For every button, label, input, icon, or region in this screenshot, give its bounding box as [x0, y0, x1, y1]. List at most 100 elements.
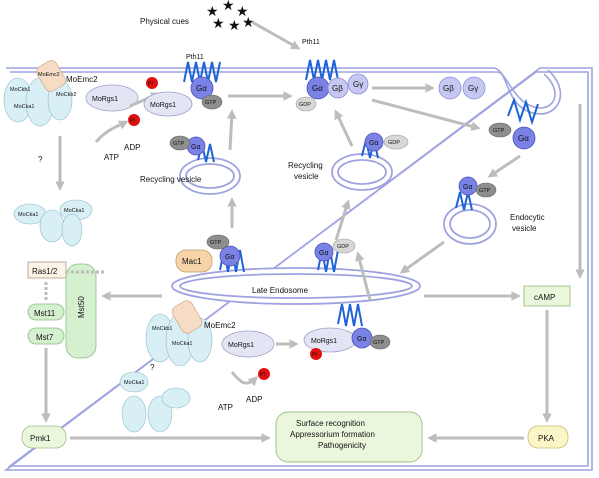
physical-cues-label: Physical cues	[140, 17, 189, 26]
galpha-endosome-left	[219, 245, 241, 267]
mocka1-free-label-b: MoCka1	[64, 208, 84, 214]
arrow-endocytic-to-endosome	[399, 240, 445, 274]
pi-label: Pi	[130, 118, 135, 124]
gdp-label-2: GDP	[299, 102, 311, 108]
galpha-recycling-right	[364, 132, 384, 152]
recycling-right-label-2: vesicle	[294, 172, 319, 181]
mac1-label: Mac1	[182, 257, 202, 266]
gdp-recycling-right-label: GDP	[388, 140, 400, 146]
atp-top: ATP	[104, 153, 119, 162]
moemc2-label-top-rot: MoEmc2	[38, 72, 60, 78]
galpha-receptor-1	[190, 76, 214, 100]
mst11-box	[27, 303, 65, 321]
endosome-receptor-bottom-helix	[337, 303, 363, 327]
pth11-label-1: Pth11	[186, 54, 204, 61]
gtp-endosome-left	[206, 234, 230, 250]
gtp-invaginated	[488, 122, 512, 138]
atp-bottom: ATP	[218, 403, 233, 412]
mac1	[175, 249, 213, 273]
galpha-endocytic	[458, 176, 478, 196]
galpha-label-2: Gα	[312, 84, 323, 93]
pi-bottom-left	[258, 368, 270, 380]
arrow-endosome-to-recycling-right	[334, 199, 351, 241]
gbeta-free-label: Gβ	[443, 84, 454, 93]
outcome-surface-recognition: Surface recognition	[296, 419, 365, 428]
recycling-right-label-1: Recycling	[288, 161, 323, 170]
moemc2-bottom-label: MoEmc2	[204, 321, 236, 330]
late-endosome-label: Late Endosome	[252, 286, 309, 295]
svg-text:★: ★	[222, 0, 235, 13]
galpha-bottom-label: Gα	[357, 336, 367, 343]
gtp-endosome-left-label: GTP	[210, 240, 222, 246]
galpha-endosome-mid-label: Gα	[319, 250, 329, 257]
atp-adp-arc-top	[94, 120, 129, 143]
gtp-receptor-1	[201, 94, 223, 110]
moemc2-bottom	[171, 300, 203, 334]
pth11-label-2: Pth11	[302, 39, 320, 46]
question-top: ?	[38, 155, 43, 164]
mockb2-label-top: MoCkb2	[56, 92, 76, 98]
pi-receptor-label: Pi	[148, 81, 153, 87]
outcome-pathogenicity: Pathogenicity	[318, 441, 366, 450]
gtp-endocytic-label: GTP	[479, 188, 491, 194]
gtp-invaginated-label: GTP	[493, 128, 505, 134]
moemc2-top	[36, 60, 66, 92]
outcome-box	[275, 411, 423, 463]
gtp-label-1: GTP	[205, 100, 217, 106]
galpha-invaginated	[512, 126, 536, 150]
camp-label: cAMP	[534, 293, 555, 302]
morgs1-bottom-left	[221, 330, 275, 358]
pmk1-label: Pmk1	[30, 434, 51, 443]
pka-box	[527, 425, 569, 449]
galpha-label-1: Gα	[196, 84, 207, 93]
gdp-endosome-mid	[332, 238, 356, 254]
physical-cues-stars: ★ ★ ★ ★ ★ ★	[206, 0, 255, 33]
camp-box	[523, 285, 571, 307]
pth11-receptor-1-helix	[183, 61, 221, 83]
pka-label: PKA	[538, 434, 555, 443]
mocka1-bottom-label: MoCka1	[172, 341, 192, 347]
galpha-recycling-left-label: Gα	[191, 144, 201, 151]
gdp-receptor-2	[295, 96, 317, 112]
pmk1-box	[21, 425, 67, 449]
adp-bottom: ADP	[246, 395, 262, 404]
gdp-recycling-right	[383, 134, 409, 150]
morgs1-bottom-left-label: MoRgs1	[228, 342, 254, 349]
ggamma-free	[462, 76, 486, 100]
arrow-endosome-up	[355, 251, 372, 301]
mst7-box	[27, 327, 65, 345]
svg-text:★: ★	[242, 14, 255, 30]
galpha-endocytic-label: Gα	[463, 184, 473, 191]
svg-text:★: ★	[228, 17, 241, 33]
atp-adp-arc-bottom	[230, 371, 259, 387]
mockb1-label-top: MoCkb1	[10, 87, 30, 93]
svg-text:★: ★	[236, 3, 249, 19]
morgs1-label-receptor: MoRgs1	[150, 102, 176, 109]
arrow-recycling-right-up	[334, 109, 354, 147]
cue-arrow	[251, 20, 301, 50]
gbeta-free	[438, 76, 462, 100]
morgs1-bottom-label: MoRgs1	[311, 338, 337, 345]
galpha-recycling-right-label: Gα	[369, 140, 379, 147]
arrow-to-endocytosis	[371, 98, 481, 131]
endocytic-label-2: vesicle	[512, 224, 537, 233]
recycling-label-left: Recycling vesicle	[140, 175, 202, 184]
galpha-invaginated-label: Gα	[518, 134, 529, 143]
mst11-label: Mst11	[34, 309, 56, 318]
mockb1-bottom-label: MoCkb1	[152, 326, 172, 332]
galpha-endosome-left-label: Gα	[225, 254, 235, 261]
gbeta-label-2: Gβ	[332, 84, 343, 93]
morgs1-top	[85, 84, 139, 112]
morgs1-receptor	[143, 91, 193, 117]
gdp-endosome-mid-label: GDP	[337, 244, 349, 250]
mocka1-label-top: MoCka1	[14, 104, 34, 110]
ras-label: Ras1/2	[32, 267, 58, 276]
mst7-label: Mst7	[36, 333, 54, 342]
svg-text:★: ★	[206, 3, 219, 19]
mocka1-free-bottom-label: MoCka1	[124, 380, 144, 386]
svg-text:★: ★	[212, 15, 225, 31]
ggamma-label-2: Gγ	[353, 80, 363, 89]
pi-bottom-label: Pi	[312, 352, 317, 358]
